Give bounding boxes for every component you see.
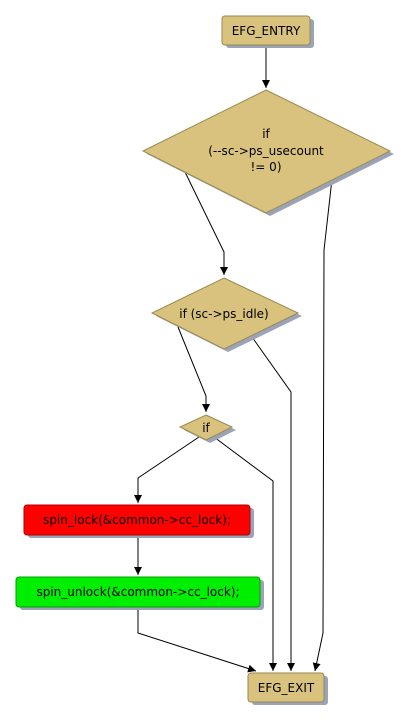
entry-node-box — [221, 15, 311, 46]
edge-if-small-to-exit — [213, 436, 277, 671]
decision-idle: if (sc->ps_idle) — [150, 277, 302, 352]
spin-unlock-box — [15, 576, 261, 608]
edges — [134, 45, 333, 673]
entry-node: EFG_ENTRY — [221, 15, 314, 48]
decision-small-label: if — [202, 421, 210, 435]
edge-if-usecount-to-if-idle — [184, 171, 228, 275]
edge-if-usecount-to-exit — [312, 178, 333, 672]
decision-small-shape — [178, 414, 234, 441]
edge-spin-unlock-to-exit — [137, 608, 257, 673]
spin-unlock-label: spin_unlock(&common->cc_lock); — [36, 585, 239, 599]
exit-node-label: EFG_EXIT — [258, 681, 315, 695]
decision-usecount-line-1: if — [262, 127, 270, 141]
decision-usecount-line-2: (--sc->ps_usecount — [208, 144, 324, 158]
decision-idle-label: if (sc->ps_idle) — [179, 307, 269, 321]
decision-usecount-shape — [141, 89, 392, 214]
edge-if-small-to-spin-lock — [134, 436, 200, 503]
spin-unlock-node: spin_unlock(&common->cc_lock); — [15, 576, 264, 610]
decision-idle-shape — [150, 277, 300, 350]
decision-small: if — [178, 414, 236, 443]
spin-lock-label: spin_lock(&common->cc_lock); — [43, 513, 231, 527]
spin-lock-box — [23, 504, 251, 536]
exit-node-box — [247, 672, 325, 703]
decision-usecount: if (--sc->ps_usecount != 0) — [141, 89, 394, 216]
entry-node-label: EFG_ENTRY — [232, 24, 301, 38]
edge-if-idle-to-exit — [251, 336, 295, 671]
decision-usecount-line-3: != 0) — [251, 160, 282, 174]
exit-node: EFG_EXIT — [247, 672, 328, 705]
edge-if-idle-to-if-small — [177, 326, 210, 412]
spin-lock-node: spin_lock(&common->cc_lock); — [23, 504, 254, 538]
